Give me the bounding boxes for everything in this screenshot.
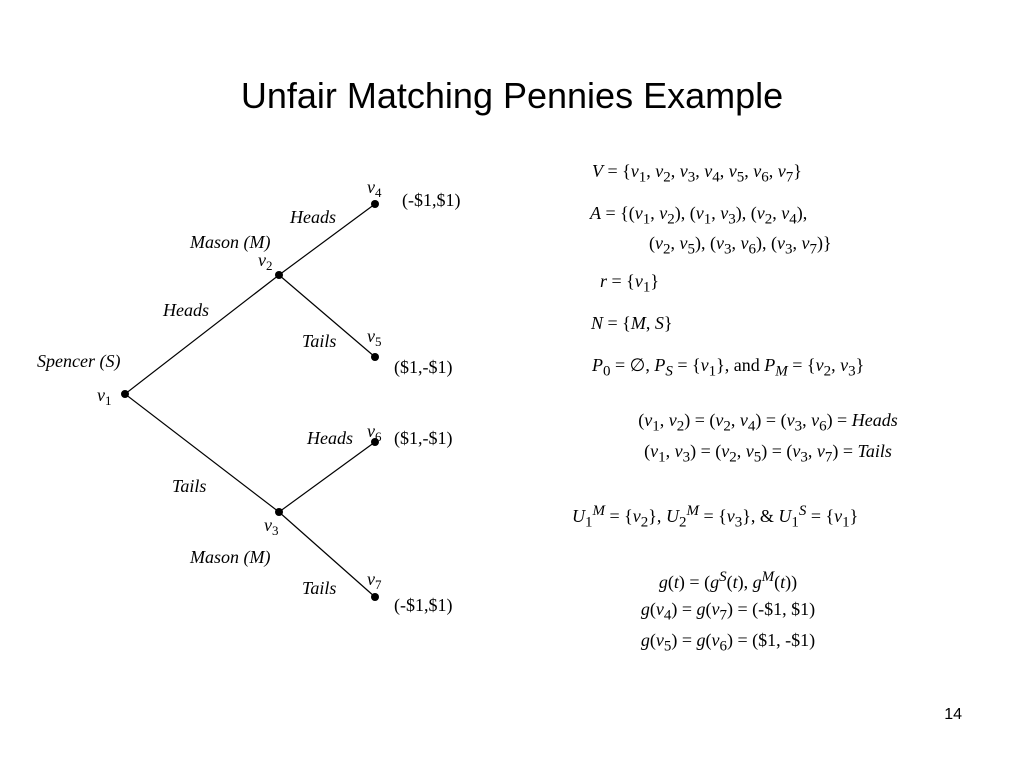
def-players: N = {M, S} bbox=[591, 313, 673, 333]
player-mason-bottom: Mason (M) bbox=[189, 547, 271, 568]
def-information-sets: U1M = {v2}, U2M = {v3}, & U1S = {v1} bbox=[572, 503, 859, 531]
def-payoff-v4-v7: g(v4) = g(v7) = (-$1, $1) bbox=[640, 599, 816, 624]
edge-v1-v2 bbox=[124, 274, 280, 395]
node-v7 bbox=[371, 593, 379, 601]
def-payoff-v5-v6: g(v5) = g(v6) = ($1, -$1) bbox=[640, 630, 816, 655]
def-vertex-set: V = {v1, v2, v3, v4, v5, v6, v7} bbox=[592, 161, 802, 186]
action-v3-v6: Heads bbox=[306, 428, 353, 448]
payoff-v5: ($1,-$1) bbox=[394, 357, 452, 378]
node-v5 bbox=[371, 353, 379, 361]
edge-v2-v5 bbox=[278, 274, 376, 358]
player-mason-top: Mason (M) bbox=[189, 232, 271, 253]
player-spencer: Spencer (S) bbox=[37, 351, 120, 372]
payoff-v7: (-$1,$1) bbox=[394, 595, 452, 616]
edge-v3-v6 bbox=[278, 441, 376, 513]
edge-v1-v3 bbox=[124, 393, 280, 513]
label-v2: v2 bbox=[258, 250, 273, 273]
action-v1-v3: Tails bbox=[172, 476, 206, 496]
node-v1 bbox=[121, 390, 129, 398]
def-tails-actions: (v1, v3) = (v2, v5) = (v3, v7) = Tails bbox=[644, 441, 892, 466]
label-v1: v1 bbox=[97, 385, 112, 408]
label-v3: v3 bbox=[264, 515, 279, 538]
node-v2 bbox=[275, 271, 283, 279]
label-v4: v4 bbox=[367, 177, 382, 200]
label-v7: v7 bbox=[367, 569, 382, 592]
action-v1-v2: Heads bbox=[162, 300, 209, 320]
def-arc-set-line2: (v2, v5), (v3, v6), (v3, v7)} bbox=[649, 233, 832, 258]
slide-title: Unfair Matching Pennies Example bbox=[240, 75, 784, 116]
edge-v3-v7 bbox=[278, 511, 376, 598]
label-v6: v6 bbox=[367, 421, 382, 444]
label-v5: v5 bbox=[367, 326, 382, 349]
payoff-v4: (-$1,$1) bbox=[402, 190, 460, 211]
def-payoff-function: g(t) = (gS(t), gM(t)) bbox=[658, 569, 798, 592]
payoff-v6: ($1,-$1) bbox=[394, 428, 452, 449]
def-root: r = {v1} bbox=[600, 271, 659, 296]
def-player-partition: P0 = ∅, PS = {v1}, and PM = {v2, v3} bbox=[592, 355, 865, 380]
def-heads-actions: (v1, v2) = (v2, v4) = (v3, v6) = Heads bbox=[638, 410, 898, 435]
node-v4 bbox=[371, 200, 379, 208]
action-v2-v5: Tails bbox=[302, 331, 336, 351]
edge-v2-v4 bbox=[278, 203, 376, 276]
action-v2-v4: Heads bbox=[289, 207, 336, 227]
node-v3 bbox=[275, 508, 283, 516]
page-number: 14 bbox=[944, 706, 962, 723]
node-v6 bbox=[371, 438, 379, 446]
def-arc-set-line1: A = {(v1, v2), (v1, v3), (v2, v4), bbox=[590, 203, 808, 228]
action-v3-v7: Tails bbox=[302, 578, 336, 598]
